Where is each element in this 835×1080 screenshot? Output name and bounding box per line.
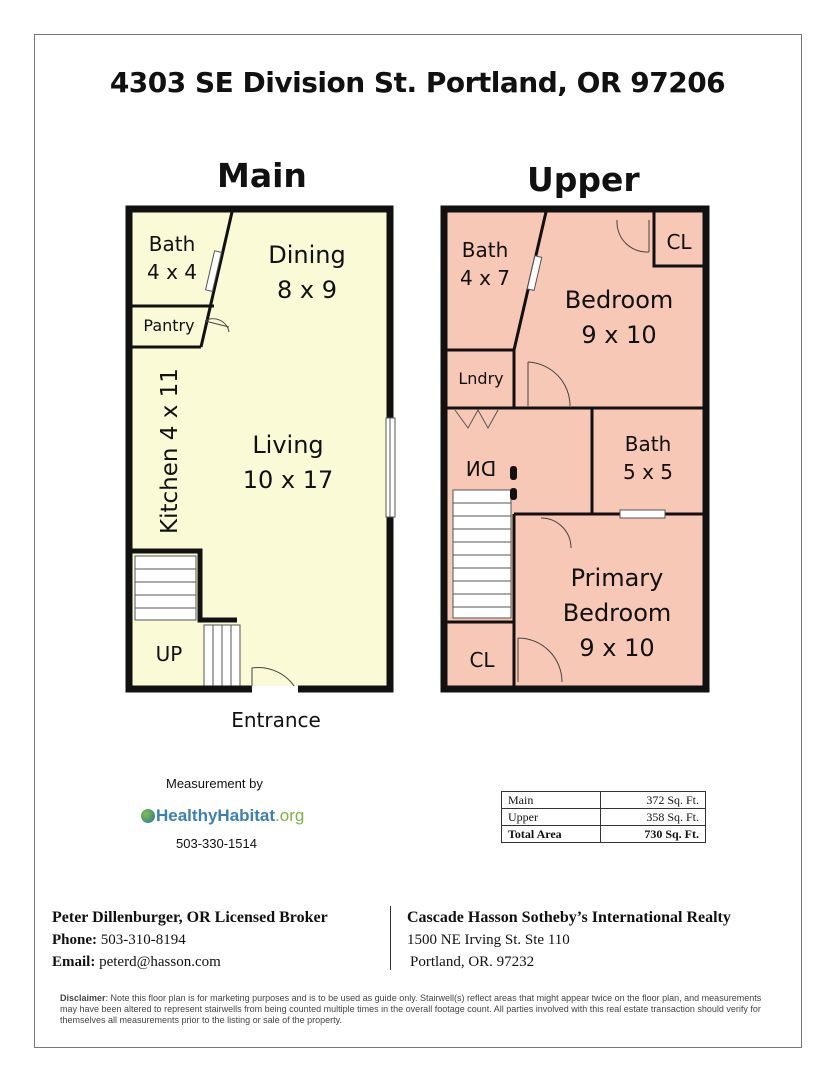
upper-floor-plan — [440, 205, 710, 693]
stairs-up-label: UP — [155, 642, 183, 666]
area-label-cell: Upper — [501, 808, 601, 826]
broker-phone-label: Phone: — [52, 932, 97, 948]
broker-email[interactable]: peterd@hasson.com — [99, 954, 221, 970]
upper-bath-label: Bath 4 x 7 — [450, 236, 520, 292]
main-bath-size: 4 x 4 — [147, 260, 197, 284]
office-address-line1: 1500 NE Irving St. Ste 110 — [407, 932, 570, 948]
office-name: Cascade Hasson Sotheby’s International R… — [407, 909, 731, 926]
disclaimer-text: : Note this floor plan is for marketing … — [60, 993, 762, 1025]
dining-label: Dining 8 x 9 — [252, 238, 362, 308]
main-floor-label: Main — [217, 156, 307, 195]
main-floor-plan — [125, 205, 396, 693]
broker-email-label: Email: — [52, 954, 96, 970]
area-label-cell: Main — [501, 791, 601, 809]
logo-text-healthy: Healthy — [156, 806, 218, 825]
pantry-label: Pantry — [143, 316, 195, 335]
footer-divider — [390, 906, 391, 970]
primary-bedroom-size: 9 x 10 — [579, 634, 655, 662]
area-value-cell: 358 Sq. Ft. — [600, 808, 706, 826]
primary-bedroom-line1: Primary — [570, 564, 664, 592]
page-title: 4303 SE Division St. Portland, OR 97206 — [109, 66, 726, 99]
page-frame — [34, 34, 802, 1048]
area-value-cell: 372 Sq. Ft. — [600, 791, 706, 809]
measurement-by-label: Measurement by — [166, 776, 263, 791]
kitchen-label: Kitchen 4 x 11 — [157, 368, 183, 534]
logo-text-org: .org — [275, 806, 305, 825]
broker-phone-line: Phone: 503-310-8194 — [52, 929, 328, 951]
globe-icon — [141, 809, 155, 823]
area-label-cell: Total Area — [501, 825, 601, 843]
upper-bath2-label: Bath 5 x 5 — [600, 430, 696, 486]
bedroom-name: Bedroom — [564, 286, 674, 314]
broker-email-line: Email: peterd@hasson.com — [52, 951, 328, 973]
office-info: Cascade Hasson Sotheby’s International R… — [407, 907, 731, 973]
upper-bath2-size: 5 x 5 — [623, 460, 673, 484]
dining-size: 8 x 9 — [277, 276, 337, 304]
living-size: 10 x 17 — [242, 466, 334, 494]
disclaimer: Disclaimer: Note this floor plan is for … — [60, 993, 775, 1026]
main-bath-label: Bath 4 x 4 — [136, 230, 208, 286]
measurement-phone: 503-330-1514 — [176, 836, 257, 851]
primary-bedroom-line2: Bedroom — [562, 599, 672, 627]
office-address-line2: Portland, OR. 97232 — [410, 954, 535, 970]
primary-bedroom-label: Primary Bedroom 9 x 10 — [537, 561, 697, 666]
disclaimer-label: Disclaimer — [60, 993, 106, 1003]
closet-bottom-label: CL — [469, 648, 495, 672]
upper-bath-size: 4 x 7 — [460, 266, 510, 290]
laundry-label: Lndry — [458, 369, 504, 388]
upper-bath2-name: Bath — [624, 432, 672, 456]
upper-bath-name: Bath — [461, 238, 509, 262]
logo-text-habitat: Habitat — [217, 806, 276, 825]
dining-name: Dining — [268, 241, 346, 269]
bedroom-label: Bedroom 9 x 10 — [546, 283, 692, 353]
living-name: Living — [252, 431, 324, 459]
main-bath-name: Bath — [148, 232, 196, 256]
bedroom-size: 9 x 10 — [581, 321, 657, 349]
broker-name: Peter Dillenburger, OR Licensed Broker — [52, 909, 328, 926]
closet-top-label: CL — [666, 230, 692, 254]
entrance-label: Entrance — [231, 708, 321, 732]
broker-phone[interactable]: 503-310-8194 — [100, 932, 186, 948]
broker-info: Peter Dillenburger, OR Licensed Broker P… — [52, 907, 328, 973]
upper-floor-label: Upper — [527, 160, 640, 199]
living-label: Living 10 x 17 — [220, 428, 356, 498]
area-value-cell: 730 Sq. Ft. — [600, 825, 706, 843]
stairs-down-label: DN — [465, 457, 497, 481]
